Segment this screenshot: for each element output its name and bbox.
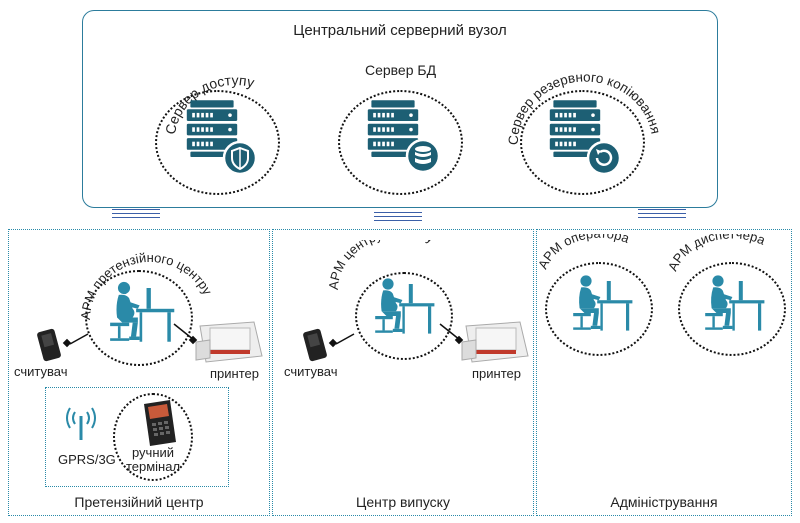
db-server-label: Сервер БД bbox=[364, 62, 437, 78]
handheld-terminal-label-line1: ручний bbox=[131, 445, 175, 460]
claims-workstation-circle bbox=[85, 270, 193, 366]
mobile-subzone bbox=[45, 387, 229, 487]
operator-workstation-circle bbox=[545, 262, 653, 356]
zone-issue-center bbox=[272, 229, 534, 516]
operator-workstation-icon bbox=[562, 272, 634, 338]
operator-workstation-label-arc: АРМ оператора bbox=[536, 234, 632, 271]
database-icon bbox=[405, 138, 441, 174]
backup-server-circle bbox=[520, 90, 645, 195]
dispatcher-workstation-icon bbox=[694, 272, 766, 338]
signal-icon bbox=[66, 407, 96, 440]
dispatcher-workstation-label-arc: АРМ диспетчера bbox=[668, 234, 768, 273]
svg-text:АРМ оператора: АРМ оператора bbox=[536, 234, 632, 271]
issue-workstation-circle bbox=[355, 272, 453, 360]
access-server-circle bbox=[155, 90, 280, 195]
dispatcher-workstation-circle bbox=[678, 262, 786, 356]
central-server-node bbox=[82, 10, 718, 208]
zone-administration bbox=[536, 229, 792, 516]
card-reader-icon bbox=[37, 328, 89, 362]
printer-label: принтер bbox=[210, 366, 259, 381]
zone-label: Центр випуску bbox=[356, 494, 450, 510]
handheld-terminal-label: ручний термінал bbox=[113, 446, 193, 474]
zone-label: Претензійний центр bbox=[74, 494, 204, 510]
server-node-title: Центральний серверний вузол bbox=[293, 22, 507, 39]
operator-workstation-icon bbox=[364, 275, 436, 341]
db-server-circle bbox=[338, 90, 463, 195]
handheld-terminal-label-line2: термінал bbox=[125, 459, 181, 474]
network-connector bbox=[112, 209, 160, 218]
issue-workstation-label-arc: АРМ центру випуску bbox=[326, 240, 437, 290]
printer-label: принтер bbox=[472, 366, 521, 381]
printer-icon bbox=[173, 321, 263, 363]
card-reader-icon bbox=[303, 328, 355, 362]
handheld-terminal-icon bbox=[144, 400, 176, 446]
shield-icon bbox=[222, 140, 258, 176]
dispatcher-workstation-label: АРМ диспетчера bbox=[668, 234, 768, 273]
reader-label: считувач bbox=[14, 364, 68, 379]
printer-icon bbox=[439, 321, 529, 363]
signal-label: GPRS/3G bbox=[58, 452, 116, 467]
backup-icon bbox=[586, 140, 622, 176]
handheld-terminal-circle bbox=[113, 393, 193, 481]
zone-label: Адміністрування bbox=[610, 494, 718, 510]
svg-text:АРМ диспетчера: АРМ диспетчера bbox=[668, 234, 768, 273]
network-connector bbox=[638, 209, 686, 218]
operator-workstation-label: АРМ оператора bbox=[536, 234, 632, 271]
zone-claims-center bbox=[8, 229, 270, 516]
operator-workstation-icon bbox=[98, 278, 176, 350]
reader-label: считувач bbox=[284, 364, 338, 379]
network-connector bbox=[374, 212, 422, 221]
